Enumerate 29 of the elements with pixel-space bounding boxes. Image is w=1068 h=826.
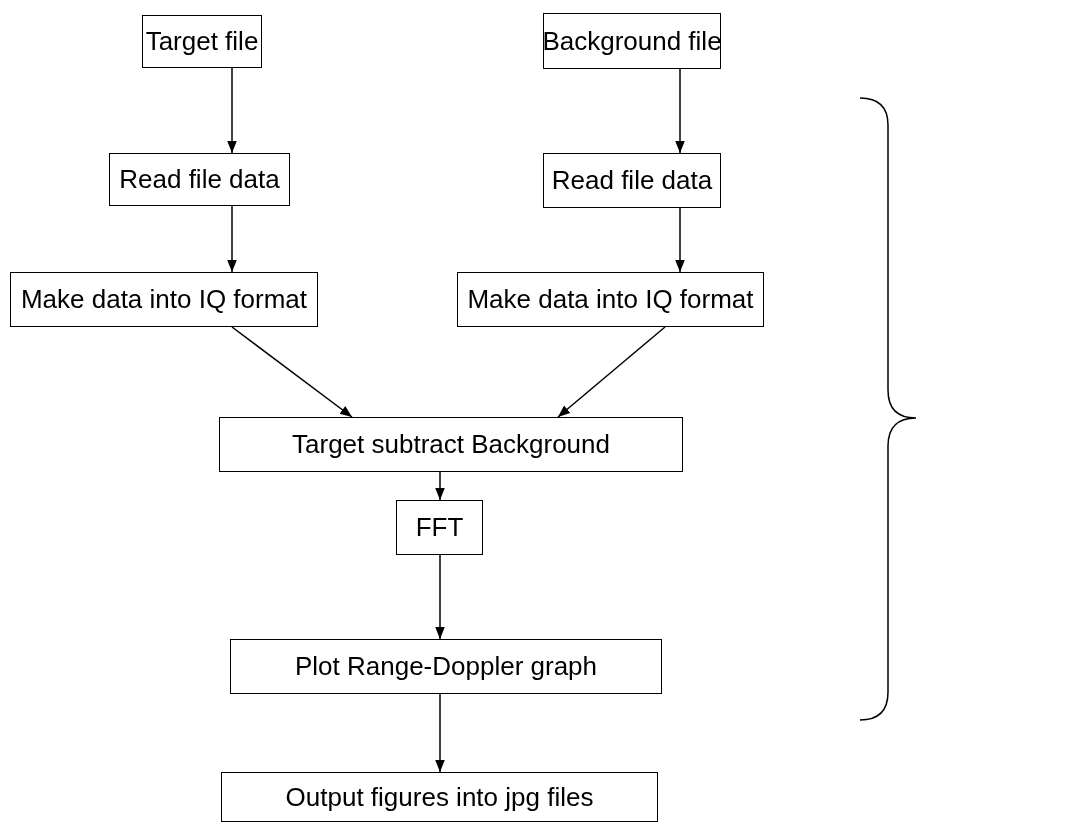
process-box	[142, 15, 262, 68]
process-box	[10, 272, 318, 327]
arrow	[675, 207, 685, 273]
process-box	[396, 500, 483, 555]
box-label: Read file data	[119, 164, 280, 195]
box-label: Read file data	[551, 165, 713, 196]
arrow	[435, 471, 445, 501]
arrow	[227, 67, 237, 154]
process-box	[109, 153, 290, 206]
box-label: Make data into IQ format	[20, 284, 308, 315]
process-box	[221, 772, 658, 822]
arrow	[231, 326, 353, 418]
process-box	[230, 639, 662, 694]
box-label: FFT	[415, 512, 464, 543]
box-label: Output figures into jpg files	[285, 781, 594, 813]
process-box	[219, 417, 683, 472]
box-label: Make data into IQ format	[467, 284, 754, 315]
arrow	[227, 205, 237, 273]
arrow	[675, 68, 685, 154]
process-box	[543, 153, 721, 208]
process-box	[457, 272, 764, 327]
arrow	[435, 693, 445, 773]
box-label: Target file	[145, 26, 259, 57]
process-box	[543, 13, 721, 69]
box-label: Plot Range-Doppler graph	[294, 651, 598, 682]
arrow	[435, 554, 445, 640]
arrow	[557, 326, 666, 418]
box-label: Target subtract Background	[292, 429, 610, 460]
box-label: Background file	[542, 25, 722, 57]
